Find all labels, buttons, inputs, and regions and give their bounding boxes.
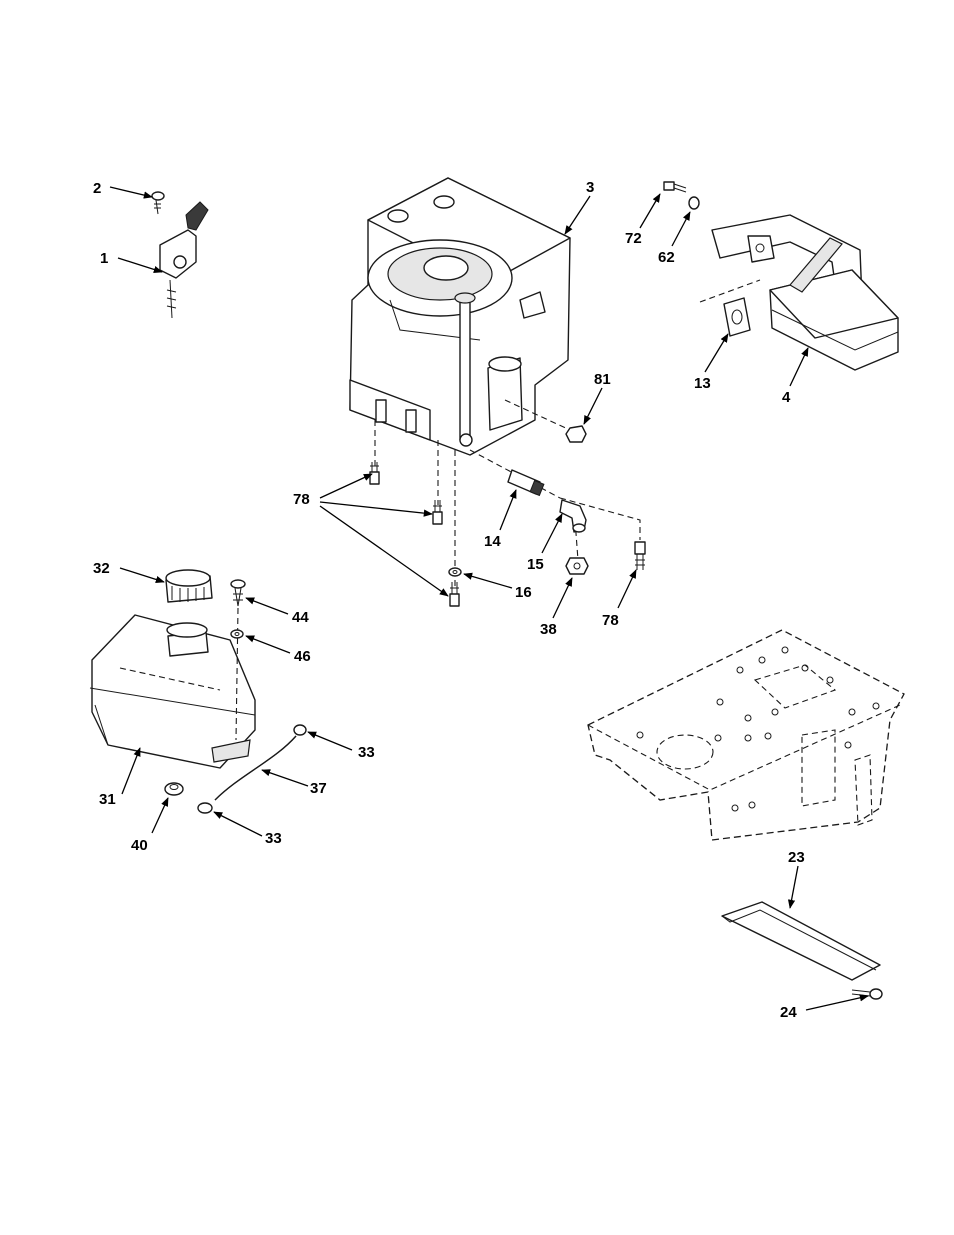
callout-37: 37 xyxy=(310,780,327,797)
washer-46-part xyxy=(231,630,243,638)
callout-78-left: 78 xyxy=(293,491,310,508)
elbow-15-part xyxy=(560,500,586,532)
callout-2: 2 xyxy=(93,180,101,197)
fuel-cap-part xyxy=(166,570,212,602)
clamp-33-upper-part xyxy=(294,725,306,735)
callout-33-upper: 33 xyxy=(358,744,375,761)
nut-81-part xyxy=(566,426,586,442)
screw-44-part xyxy=(231,580,245,606)
callout-46: 46 xyxy=(294,648,311,665)
fitting-14-part xyxy=(508,470,544,495)
callout-40: 40 xyxy=(131,837,148,854)
fuel-tank-part xyxy=(90,615,255,768)
callout-38: 38 xyxy=(540,621,557,638)
callout-16: 16 xyxy=(515,584,532,601)
callout-3: 3 xyxy=(586,179,594,196)
callout-32: 32 xyxy=(93,560,110,577)
bolt-72-part xyxy=(664,182,686,192)
callout-24: 24 xyxy=(780,1004,797,1021)
callout-44: 44 xyxy=(292,609,309,626)
bolt-78-right-part xyxy=(635,542,645,570)
frame-part xyxy=(588,630,904,840)
gasket-13-part xyxy=(724,298,750,336)
callout-31: 31 xyxy=(99,791,116,808)
callout-33-lower: 33 xyxy=(265,830,282,847)
screw-24-part xyxy=(852,989,882,999)
muffler-part xyxy=(712,215,898,370)
clamp-33-lower-part xyxy=(198,803,212,813)
throttle-screw-part xyxy=(152,192,164,214)
callout-13: 13 xyxy=(694,375,711,392)
washer-62-part xyxy=(689,197,699,209)
callout-1: 1 xyxy=(100,250,108,267)
callout-4: 4 xyxy=(782,389,791,406)
callout-81: 81 xyxy=(594,371,611,388)
throttle-control-part xyxy=(160,202,208,318)
callout-72: 72 xyxy=(625,230,642,247)
engine-part xyxy=(350,178,570,455)
callout-78-right: 78 xyxy=(602,612,619,629)
callout-62: 62 xyxy=(658,249,675,266)
callout-23: 23 xyxy=(788,849,805,866)
skid-plate-part xyxy=(722,902,880,980)
grommet-40-part xyxy=(165,783,183,795)
callout-14: 14 xyxy=(484,533,501,550)
callout-15: 15 xyxy=(527,556,544,573)
nut-38-part xyxy=(566,558,588,574)
washer-16-part xyxy=(449,568,461,576)
